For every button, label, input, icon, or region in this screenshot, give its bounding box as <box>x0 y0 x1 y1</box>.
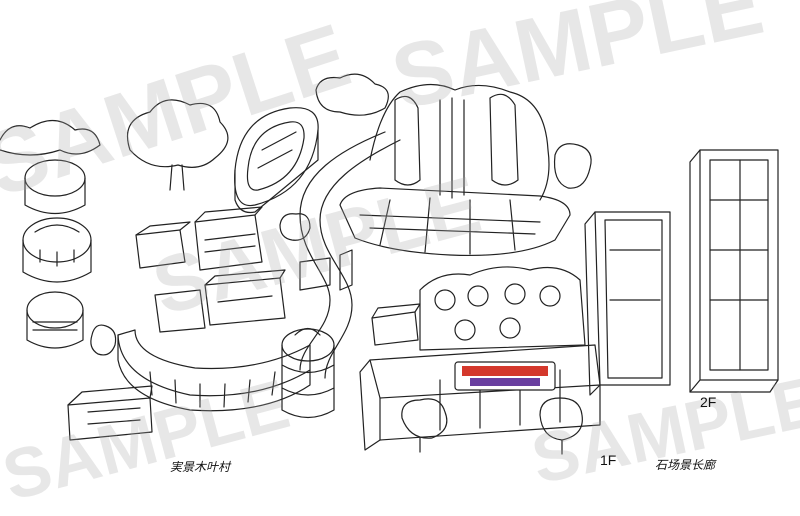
trees <box>0 73 592 356</box>
oval-arena <box>234 107 319 214</box>
bridge-gates <box>299 249 421 346</box>
floor-1f-label: 1F <box>600 452 617 468</box>
hokage-mountain <box>419 266 586 351</box>
floor-plan-1f <box>359 211 671 451</box>
waterfall-cliff <box>339 83 571 256</box>
pagoda-tower <box>281 327 335 419</box>
map-drawing <box>0 73 779 455</box>
winding-path <box>299 131 401 379</box>
floor-plan-2f <box>689 149 779 393</box>
corner-building <box>67 385 153 441</box>
village-caption: 実景木叶村 <box>170 460 231 474</box>
round-towers <box>22 159 92 349</box>
village-buildings <box>135 206 286 333</box>
entrance-trees <box>401 397 583 455</box>
floor-2f-label: 2F <box>700 394 717 410</box>
crescent-building <box>117 329 311 412</box>
event-sign <box>454 361 556 391</box>
corridor-caption: 石场景长廊 <box>655 458 716 472</box>
